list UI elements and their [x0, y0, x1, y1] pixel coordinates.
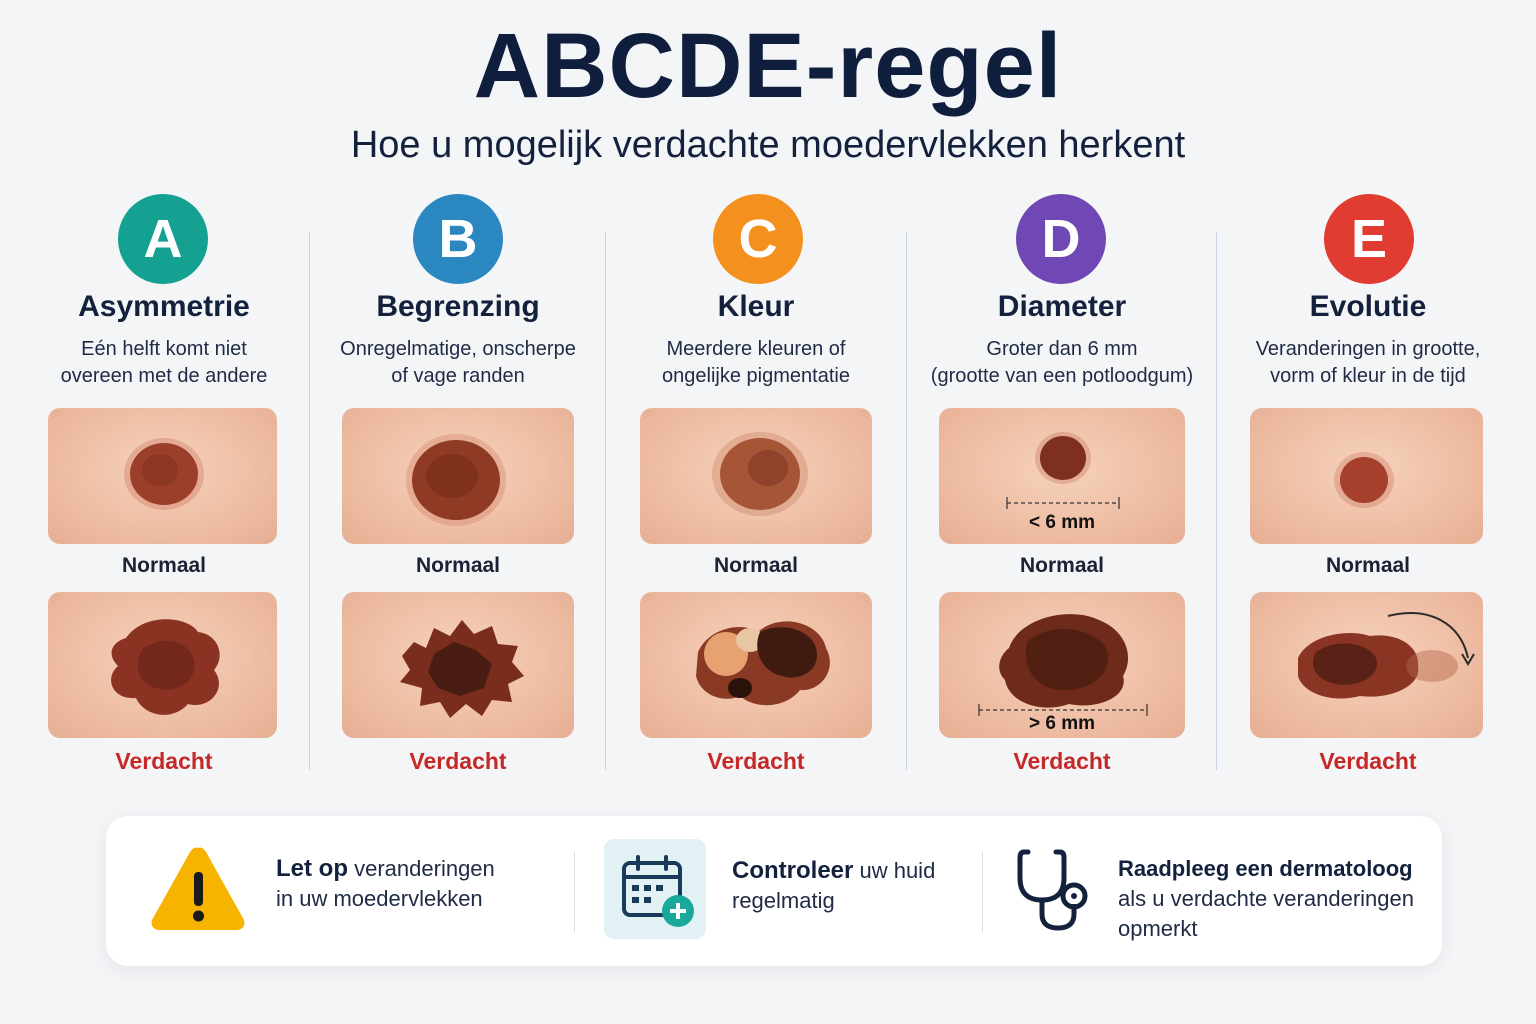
tips-divider — [574, 852, 575, 932]
evolution-arrow-icon — [1387, 612, 1469, 659]
page-title: ABCDE-regel — [473, 15, 1063, 117]
mole-normal-shape — [406, 434, 506, 526]
column-title: Diameter — [997, 290, 1127, 323]
mole-image-normal — [1250, 408, 1483, 544]
stethoscope-icon — [1014, 844, 1094, 939]
column-divider — [906, 232, 907, 770]
mole-normal-shape — [1006, 432, 1120, 509]
tips-panel: Let op veranderingen in uw moedervlekken… — [106, 816, 1442, 966]
column-description: Veranderingen in grootte,vorm of kleur i… — [1255, 338, 1481, 387]
letter-badge-b: B — [413, 194, 503, 284]
mole-image-normal — [640, 408, 872, 544]
mole-suspect-shape — [111, 619, 220, 715]
label-suspect: Verdacht — [1319, 748, 1417, 774]
mole-suspect-shape — [400, 620, 524, 718]
column-title: Evolutie — [1309, 290, 1427, 323]
mole-image-normal — [48, 408, 277, 544]
label-suspect: Verdacht — [707, 748, 805, 774]
letter-badge-e: E — [1324, 194, 1414, 284]
mole-image-suspect — [640, 592, 872, 738]
letter-badge-a: A — [118, 194, 208, 284]
mole-normal-shape — [712, 432, 808, 516]
measure-label-suspect: > 6 mm — [1028, 713, 1095, 734]
mole-suspect-shape — [1298, 612, 1475, 699]
measure-label-normal: < 6 mm — [1028, 512, 1095, 533]
label-normal: Normaal — [713, 554, 799, 577]
calendar-plus-icon — [604, 839, 706, 939]
mole-image-suspect — [342, 592, 574, 738]
column-title: Asymmetrie — [78, 290, 250, 323]
label-normal: Normaal — [1325, 554, 1411, 577]
tip-watch-changes: Let op veranderingen in uw moedervlekken — [276, 855, 495, 911]
column-title: Begrenzing — [376, 290, 540, 323]
column-description: Groter dan 6 mm(grootte van een potloodg… — [930, 338, 1194, 387]
column-evolution: E Evolutie Veranderingen in grootte,vorm… — [1248, 190, 1488, 780]
label-suspect: Verdacht — [1013, 748, 1111, 774]
mole-suspect-shape — [978, 614, 1148, 716]
label-normal: Normaal — [1019, 554, 1105, 577]
letter-badge-c: C — [713, 194, 803, 284]
label-normal: Normaal — [121, 554, 207, 577]
mole-image-suspect — [1250, 592, 1483, 738]
letter-badge-d: D — [1016, 194, 1106, 284]
column-divider — [309, 232, 310, 770]
mole-image-suspect — [48, 592, 277, 738]
label-suspect: Verdacht — [409, 748, 507, 774]
label-suspect: Verdacht — [115, 748, 213, 774]
column-divider — [605, 232, 606, 770]
mole-image-normal — [342, 408, 574, 544]
mole-suspect-shape — [696, 621, 830, 706]
tips-divider — [982, 852, 983, 932]
column-diameter: D Diameter Groter dan 6 mm(grootte van e… — [931, 190, 1193, 780]
column-divider — [1216, 232, 1217, 770]
warning-icon — [148, 842, 248, 939]
mole-image-suspect: > 6 mm — [939, 592, 1185, 738]
mole-image-normal: < 6 mm — [939, 408, 1185, 544]
tip-check-skin: Controleer uw huid regelmatig — [732, 857, 936, 913]
column-title: Kleur — [717, 290, 795, 323]
page-subtitle: Hoe u mogelijk verdachte moedervlekken h… — [350, 124, 1186, 166]
mole-normal-shape — [1334, 452, 1394, 508]
tip-consult-dermatologist: Raadpleeg een dermatoloog als u verdacht… — [1118, 856, 1414, 941]
mole-normal-shape — [124, 438, 204, 510]
label-normal: Normaal — [415, 554, 501, 577]
